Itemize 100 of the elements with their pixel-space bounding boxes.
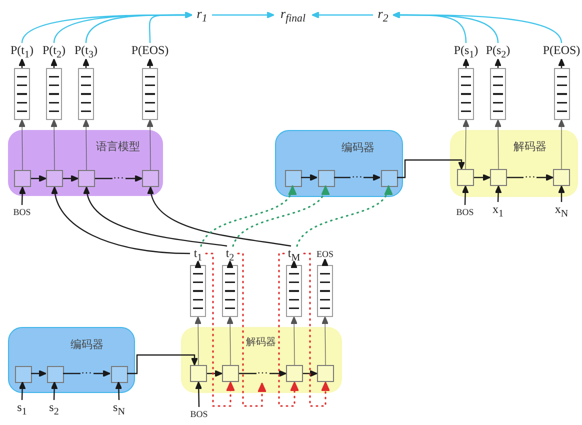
arrow — [63, 370, 110, 377]
arrow — [50, 58, 58, 68]
arrow — [148, 186, 292, 247]
dotted-arrow — [303, 252, 330, 407]
softmax-layer — [490, 68, 506, 120]
panel-title: 语言模型 — [96, 141, 140, 152]
arrow — [558, 58, 565, 68]
arrow — [194, 260, 202, 268]
arrow — [507, 174, 554, 181]
arrow — [82, 58, 90, 68]
curved-arrow — [312, 12, 373, 18]
arrow — [239, 370, 286, 377]
rnn-cell — [111, 366, 128, 383]
arrow — [226, 316, 234, 366]
reward-label: r$_{1}$ — [192, 6, 212, 24]
curved-arrow — [148, 11, 192, 44]
probability-label: P(t$_{2}$) — [37, 43, 71, 59]
probability-label: P(EOS) — [124, 43, 176, 59]
softmax-layer — [317, 265, 333, 317]
curved-arrow — [392, 12, 562, 44]
reward-label: r$_{2}$ — [373, 6, 393, 24]
input-label: BOS — [8, 205, 36, 217]
arrow — [115, 382, 122, 400]
rnn-cell — [142, 170, 159, 187]
input-label: x$_{1}$ — [487, 202, 509, 217]
dotted-arrow — [200, 185, 296, 247]
input-label: BOS — [451, 205, 479, 217]
input-label: x$_{N}$ — [550, 202, 574, 217]
arrow — [558, 120, 565, 170]
output-token-label: t$_{2}$ — [222, 246, 238, 261]
arrow — [52, 186, 190, 254]
softmax-layer — [142, 68, 158, 120]
arrow — [207, 370, 222, 377]
softmax-layer — [46, 68, 62, 120]
arrow — [494, 120, 502, 170]
arrow — [82, 120, 90, 170]
softmax-layer — [222, 265, 238, 317]
arrow — [494, 186, 502, 202]
arrow — [462, 186, 469, 206]
input-label: s$_{2}$ — [44, 400, 64, 415]
decoder-panel — [450, 130, 578, 197]
rnn-cell — [457, 169, 474, 186]
arrow — [18, 58, 26, 68]
dotted-arrow — [296, 185, 392, 247]
panel-title: 解码器 — [246, 338, 276, 348]
input-label: BOS — [185, 407, 213, 419]
probability-label: P(t$_{1}$) — [5, 43, 39, 59]
arrow — [334, 174, 380, 181]
arrow — [462, 120, 470, 170]
arrow — [31, 370, 46, 377]
dotted-arrow — [237, 252, 266, 407]
arrow — [95, 175, 142, 182]
probability-label: P(t$_{3}$) — [69, 43, 103, 59]
input-label: s$_{1}$ — [12, 400, 32, 415]
arrow — [195, 382, 202, 408]
rnn-cell — [381, 170, 398, 187]
arrow — [31, 175, 46, 182]
arrow — [84, 186, 228, 247]
softmax-layer — [286, 265, 302, 317]
output-token-label: t$_{M}$ — [284, 246, 304, 261]
arrow — [146, 120, 154, 170]
arrow — [226, 260, 234, 268]
arrow — [558, 186, 565, 202]
rnn-cell — [286, 365, 303, 382]
softmax-layer — [190, 265, 206, 317]
arrow — [127, 354, 198, 374]
rnn-cell — [78, 170, 95, 187]
decoder-panel — [181, 327, 342, 393]
arrow — [194, 316, 202, 366]
arrow — [303, 370, 318, 377]
dotted-arrow — [232, 185, 328, 247]
arrow — [322, 258, 328, 266]
rnn-cell — [318, 170, 335, 187]
arrow — [301, 174, 318, 181]
dotted-arrow — [278, 252, 299, 407]
rnn-cell — [285, 170, 302, 187]
output-token-label: t$_{1}$ — [190, 246, 206, 261]
output-token-label: EOS — [312, 247, 338, 259]
softmax-layer — [458, 68, 474, 120]
panel-title: 编码器 — [70, 339, 104, 350]
rnn-cell — [553, 169, 570, 186]
rnn-cell — [317, 365, 334, 382]
arrow — [290, 260, 298, 268]
arrow — [18, 186, 26, 206]
panel-title: 编码器 — [342, 142, 374, 153]
input-label: s$_{N}$ — [107, 400, 131, 415]
arrow — [50, 382, 58, 400]
softmax-layer — [78, 68, 94, 120]
panel-title: 解码器 — [514, 141, 546, 152]
arrow — [50, 120, 58, 170]
encoder-panel — [275, 130, 403, 197]
arrow — [146, 58, 154, 68]
arrow — [474, 174, 490, 181]
arrow — [397, 159, 465, 178]
rnn-cell — [222, 365, 239, 382]
arrow — [494, 58, 502, 68]
arrow — [18, 120, 26, 170]
rnn-cell — [15, 366, 32, 383]
arrow — [322, 316, 329, 366]
rnn-cell — [14, 170, 31, 187]
